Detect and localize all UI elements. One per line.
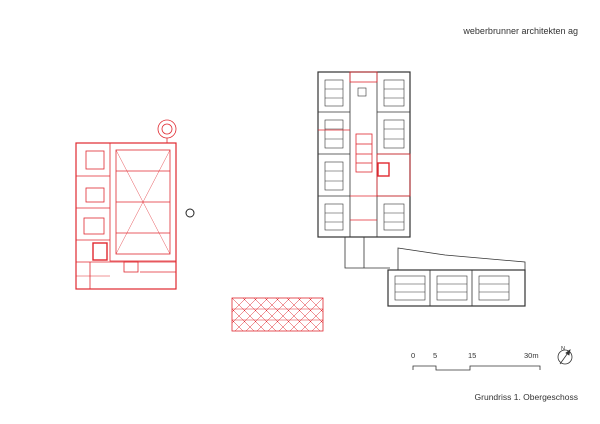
north-arrow-icon: N [557,346,573,365]
scale-label-30: 30m [524,351,539,360]
circle-marker-icon [185,208,195,218]
scale-label-5: 5 [433,351,438,360]
paved-area [231,297,324,332]
school-wing [317,71,411,269]
gym-building [75,119,177,290]
svg-text:N: N [561,346,565,352]
firm-name: weberbrunner architekten ag [463,26,578,36]
east-wing [387,247,526,307]
drawing-caption: Grundriss 1. Obergeschoss [474,392,578,402]
scale-bar [412,365,541,371]
scale-label-0: 0 [411,351,416,360]
scale-label-15: 15 [468,351,477,360]
school-wing-new-parts [318,71,411,221]
